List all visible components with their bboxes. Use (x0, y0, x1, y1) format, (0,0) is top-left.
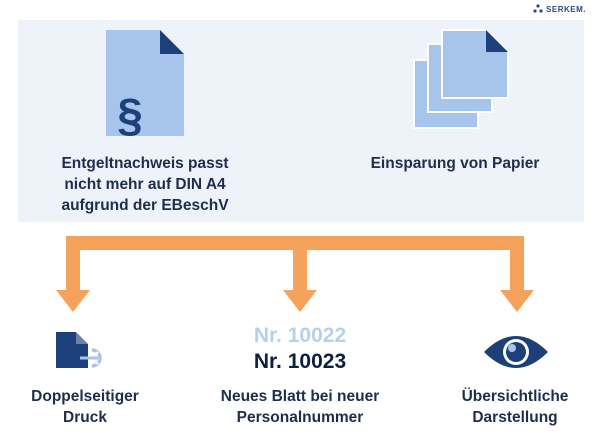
paragraph-symbol: § (117, 89, 143, 138)
current-number: Nr. 10023 (253, 350, 347, 373)
duplex-label: Doppelseitiger Druck (10, 386, 160, 428)
eye-icon (484, 336, 548, 368)
logo-mark-icon (533, 4, 543, 13)
arrow-left-head (56, 290, 90, 312)
new-sheet-line-2: Personalnummer (236, 409, 364, 426)
arrow-right-stem (510, 236, 524, 294)
arrow-right-head (500, 290, 534, 312)
new-sheet-label: Neues Blatt bei neuer Personalnummer (190, 386, 410, 428)
entgeltnachweis-line-3: aufgrund der EBeschV (61, 197, 229, 214)
overview-line-1: Übersichtliche (461, 388, 569, 405)
paper-stack-icon (413, 29, 509, 129)
overview-line-2: Darstellung (472, 409, 558, 426)
entgeltnachweis-label: Entgeltnachweis passt nicht mehr auf DIN… (30, 153, 260, 216)
serkem-logo: SERKEM. (533, 4, 586, 14)
paper-saving-label: Einsparung von Papier (370, 155, 540, 172)
overview-label: Übersichtliche Darstellung (435, 386, 595, 428)
arrow-center-stem (293, 236, 307, 294)
logo-text: SERKEM. (546, 4, 586, 14)
arrow-left-stem (66, 236, 80, 294)
new-sheet-line-1: Neues Blatt bei neuer (220, 388, 380, 405)
entgeltnachweis-line-2: nicht mehr auf DIN A4 (64, 176, 226, 193)
duplex-print-icon (56, 332, 102, 368)
arrow-center-head (283, 290, 317, 312)
duplex-line-1: Doppelseitiger (31, 388, 139, 405)
legal-document-icon: § (106, 30, 184, 138)
duplex-line-2: Druck (63, 409, 107, 426)
previous-number: Nr. 10022 (253, 324, 347, 347)
entgeltnachweis-line-1: Entgeltnachweis passt (61, 155, 229, 172)
